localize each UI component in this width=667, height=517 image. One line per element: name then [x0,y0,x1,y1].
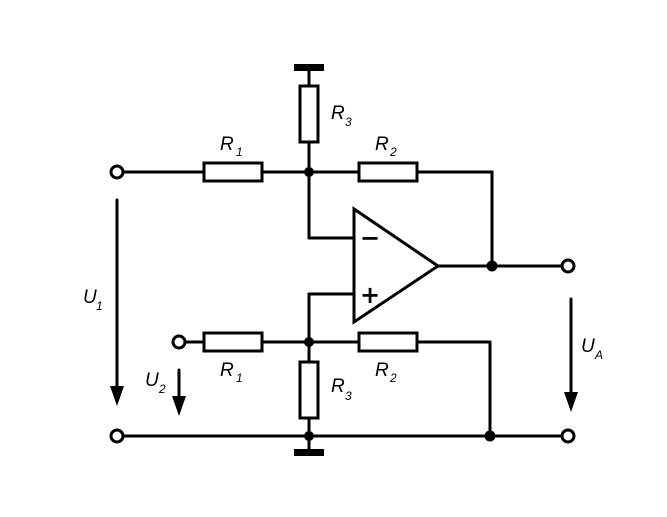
label-ua: U [581,336,595,357]
node-top-junction [304,167,314,177]
label-r1-bottom: R [220,360,234,381]
node-ground-r2 [484,430,496,442]
node-ground-r3 [304,431,314,441]
label-r1-top: R [220,134,234,155]
ground-bar-top [294,64,324,71]
arrow-u1 [110,198,124,406]
label-u1-sub: 1 [96,299,103,313]
node-output [486,260,498,272]
label-r3-bottom: R [331,376,345,397]
terminal-output [560,258,576,274]
resistor-r2-bottom [357,331,419,353]
label-r1-bottom-sub: 1 [236,371,243,385]
opamp-plus-sign: + [360,281,380,309]
label-u1: U [83,287,97,308]
label-r2-top: R [375,134,389,155]
resistor-r1-bottom [202,331,264,353]
arrow-ua [564,297,578,412]
terminal-ground-right [560,428,576,444]
label-r3-top-sub: 3 [345,115,352,129]
resistor-r3-top [298,84,320,144]
label-u2-sub: 2 [158,382,166,396]
label-ua-sub: A [594,348,603,362]
label-r2-bottom-sub: 2 [389,371,397,385]
label-r1-top-sub: 1 [236,145,243,159]
label-r3-top: R [331,103,345,124]
terminal-ground-left [109,428,125,444]
opamp-minus-sign: − [360,224,380,252]
label-r2-top-sub: 2 [389,145,397,159]
resistor-r3-bottom [298,360,320,420]
resistor-r1-top [202,161,264,183]
arrow-u2 [172,368,186,416]
label-r2-bottom: R [375,360,389,381]
label-u2: U [145,370,159,391]
label-r3-bottom-sub: 3 [345,389,352,403]
terminal-input-1 [109,164,125,180]
node-bottom-junction [304,337,314,347]
resistor-r2-top [357,161,419,183]
ground-bar-bottom [294,449,324,456]
terminal-input-2 [171,334,187,350]
opamp-triangle [352,206,441,325]
